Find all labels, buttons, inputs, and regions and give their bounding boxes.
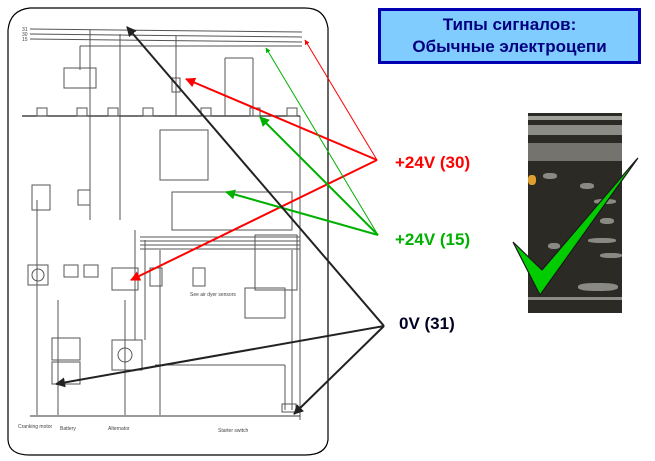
bottom-label-cranking: Cranking motor <box>18 424 53 430</box>
bottom-label-alternator: Alternator <box>108 426 130 432</box>
bottom-label-starter: Starter switch <box>218 428 249 434</box>
label-0v-31: 0V (31) <box>399 314 455 333</box>
arrow-31-bus <box>126 26 385 327</box>
bottom-label-battery: Battery <box>60 426 76 432</box>
arrow-30-bus <box>304 39 378 161</box>
arrow-30-connector <box>130 159 378 281</box>
arrows-0v-31 <box>55 26 385 415</box>
check-mark-icon <box>512 157 639 297</box>
arrow-31-battery <box>55 325 385 388</box>
label-24v-30: +24V (30) <box>395 153 471 172</box>
schematic-lines <box>22 28 303 420</box>
arrow-15-bus <box>265 47 379 236</box>
title-line-1: Типы сигналов: <box>442 15 577 34</box>
arrow-15-relay <box>259 116 379 236</box>
note-air-dryer: See air dyer sensors <box>190 292 236 298</box>
arrow-15-switch <box>225 189 379 236</box>
arrow-30-fuse <box>185 77 378 161</box>
arrows-24v-30 <box>130 39 378 281</box>
label-24v-15: +24V (15) <box>395 230 471 249</box>
arrow-31-ground <box>293 325 385 415</box>
bus-label-30: 30 <box>22 32 28 38</box>
schematic-frame <box>7 7 329 456</box>
bus-label-15: 15 <box>22 37 28 43</box>
title-box: Типы сигналов: Обычные электроцепи <box>378 8 641 64</box>
arrows-24v-15 <box>225 47 379 236</box>
bus-label-31: 31 <box>22 27 28 33</box>
title-line-2: Обычные электроцепи <box>412 37 607 56</box>
